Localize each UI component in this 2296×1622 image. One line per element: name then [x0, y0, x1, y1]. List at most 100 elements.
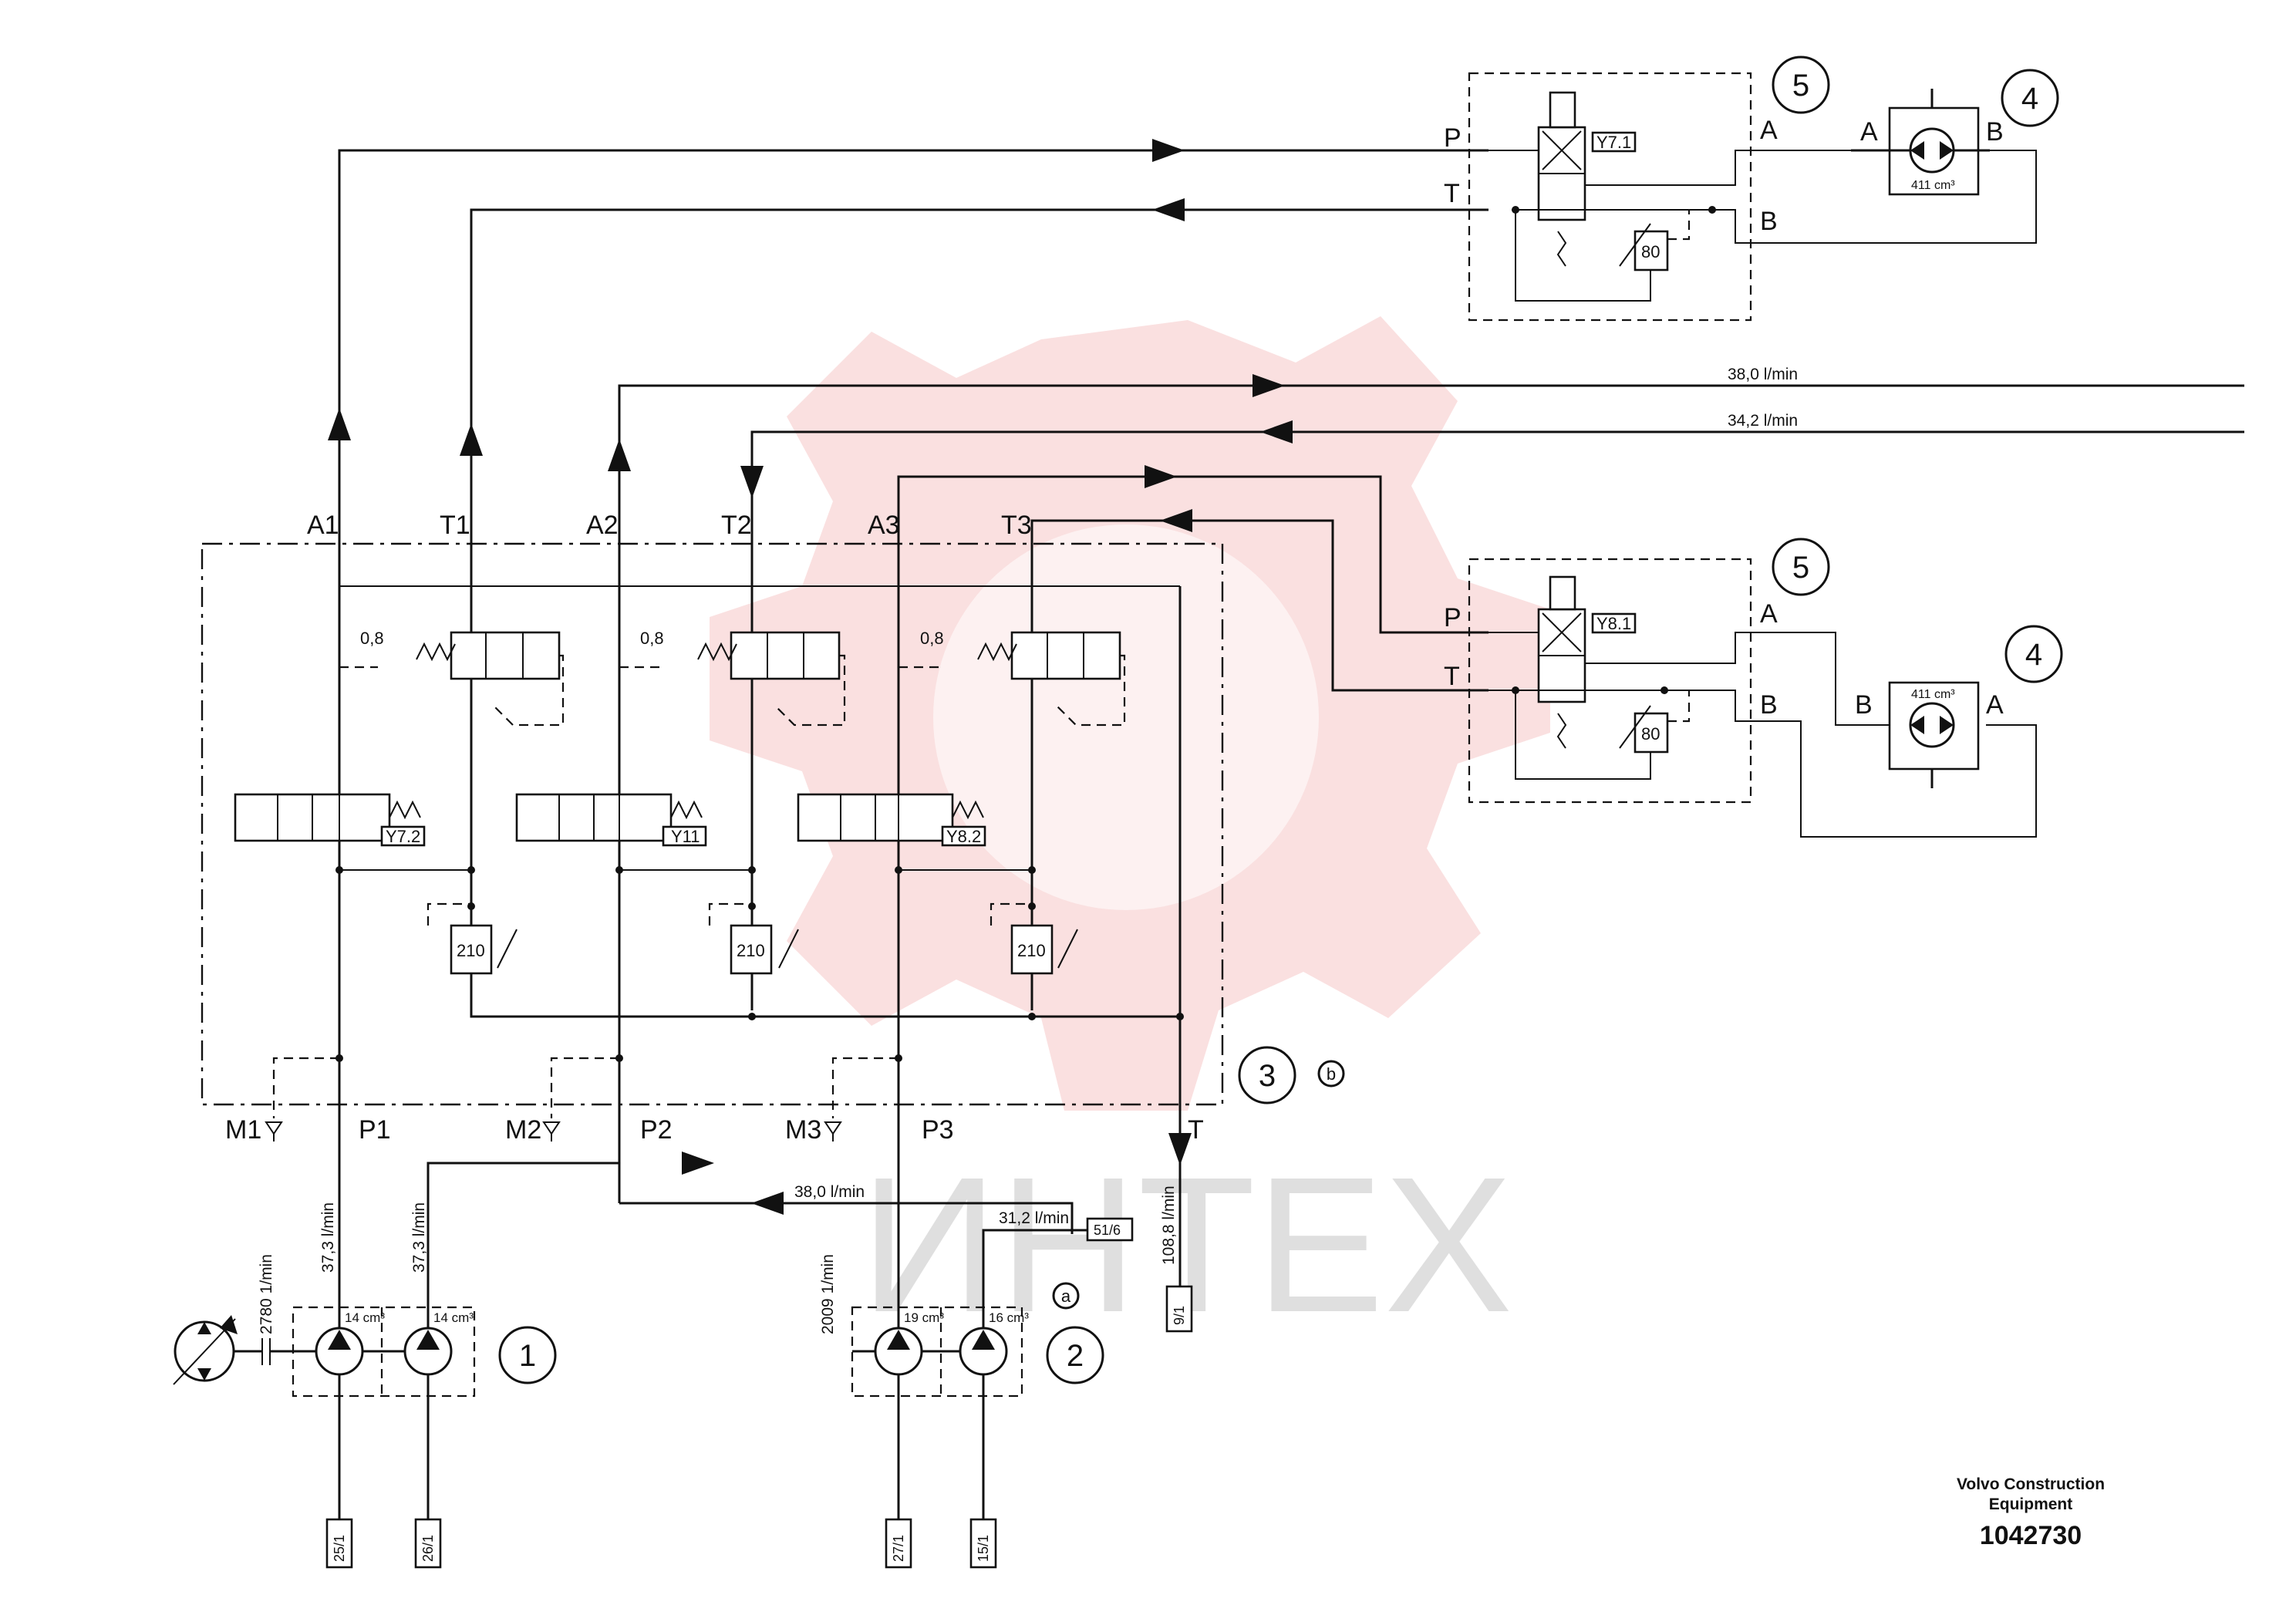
component-circle-5-lower	[1772, 538, 1830, 596]
port-m2: M2	[505, 1115, 541, 1145]
pump2a-displacement: 19 cm³	[904, 1310, 944, 1325]
pipe-pump2b	[982, 1229, 1076, 1334]
label-motor-lower: 4	[2025, 638, 2042, 672]
motor-lower-displacement: 411 cm³	[1911, 688, 1955, 701]
label-y81: Y8.1	[1596, 614, 1631, 633]
label-y72: Y7.2	[386, 827, 420, 846]
motor-lower-port-b: B	[1855, 690, 1873, 720]
flow-f5: 108,8 l/min	[1160, 1185, 1178, 1265]
unit-port-labels: P T A B A B P T A B B A	[1444, 116, 2004, 720]
motor-lower	[1888, 681, 1980, 788]
lower-port-a: A	[1760, 599, 1778, 629]
valve-block-frame	[201, 542, 1224, 1106]
motor-displacement-labels: 411 cm³ 411 cm³	[1911, 179, 1955, 701]
motor-upper-displacement: 411 cm³	[1911, 179, 1955, 192]
orifice-labels: 0,8 0,8 0,8	[360, 629, 944, 648]
manufacturer-line1: Volvo Construction	[1957, 1475, 2105, 1493]
pump1a-displacement: 14 cm³	[345, 1310, 385, 1325]
port-t2: T2	[721, 511, 752, 540]
reference-labels: 25/1 26/1 27/1 15/1 51/6 9/1	[332, 1222, 1187, 1562]
port-a2: A2	[586, 511, 619, 540]
upper-port-b: B	[1760, 207, 1778, 236]
label-y71: Y7.1	[1596, 133, 1631, 152]
label-pump-2: 2	[1067, 1339, 1084, 1373]
relief-2: 210	[737, 941, 765, 960]
speed-engine1: 2780 1/min	[258, 1254, 275, 1334]
note-circle-a	[1052, 1282, 1080, 1310]
component-circle-2	[1046, 1326, 1104, 1384]
ref-r5: 51/6	[1094, 1222, 1121, 1238]
pump-displacement-labels: 14 cm³ 14 cm³ 19 cm³ 16 cm³	[345, 1310, 1029, 1325]
label-note-b: b	[1327, 1064, 1336, 1084]
component-circle-4-lower	[2004, 625, 2063, 683]
label-valve-block: 3	[1259, 1059, 1276, 1093]
speed-engine2: 2009 1/min	[819, 1254, 837, 1334]
flow-f6: 38,0 l/min	[1728, 366, 1798, 383]
port-t3: T3	[1001, 511, 1032, 540]
label-y82: Y8.2	[946, 827, 981, 846]
port-t: T	[1188, 1115, 1204, 1145]
label-pump-1: 1	[519, 1339, 536, 1373]
lower-port-b: B	[1760, 690, 1778, 720]
component-circle-3	[1238, 1046, 1296, 1104]
return-manifold	[470, 1010, 1180, 1018]
port-a1: A1	[307, 511, 339, 540]
port-a3: A3	[868, 511, 900, 540]
pipe-a1	[338, 149, 1489, 1041]
pump-group-1	[173, 1041, 476, 1519]
gauge-line-m1	[272, 1057, 339, 1118]
orifice-3: 0,8	[920, 629, 944, 648]
ref-r1: 25/1	[332, 1535, 347, 1562]
gauge-icons	[265, 1121, 842, 1141]
relief-labels: 210 210 210 80 80	[457, 242, 1660, 960]
port-p2: P2	[640, 1115, 673, 1145]
component-circle-4-upper	[2001, 69, 2059, 127]
gauge-line-m2	[550, 1057, 619, 1118]
valve-section-1	[234, 631, 565, 975]
relief-1: 210	[457, 941, 485, 960]
label-note-a: a	[1061, 1286, 1071, 1306]
pipe-a2	[618, 384, 2244, 1203]
control-unit-lower	[1468, 558, 2037, 838]
ref-r4: 15/1	[976, 1535, 991, 1562]
component-circle-1	[498, 1326, 557, 1384]
label-unit-upper: 5	[1792, 69, 1809, 103]
upper-port-t: T	[1444, 179, 1460, 208]
relief-3: 210	[1017, 941, 1046, 960]
flow-f4: 31,2 l/min	[999, 1209, 1069, 1227]
component-numbers: 5 4 5 4 3 b 1 2 a	[519, 69, 2042, 1373]
port-t1: T1	[440, 511, 470, 540]
port-p1: P1	[359, 1115, 391, 1145]
port-p3: P3	[922, 1115, 954, 1145]
port-m1: M1	[225, 1115, 261, 1145]
label-motor-upper: 4	[2021, 82, 2038, 116]
pump2b-displacement: 16 cm³	[989, 1310, 1029, 1325]
manufacturer-line2: Equipment	[1989, 1496, 2073, 1513]
port-m3: M3	[785, 1115, 821, 1145]
part-number: 1042730	[1980, 1521, 2082, 1550]
motor-upper	[1851, 89, 1990, 196]
pipe-t1	[470, 208, 1489, 1010]
valve-block-port-labels: A1 T1 A2 T2 A3 T3 M1 P1 M2 P2 M3 P3 T	[225, 511, 1204, 1145]
pipe-t2	[750, 430, 2244, 1010]
upper-port-a: A	[1760, 116, 1778, 145]
flow-labels: 2780 1/min 2009 1/min 37,3 l/min 37,3 l/…	[258, 366, 1798, 1334]
flow-f2: 37,3 l/min	[410, 1202, 428, 1273]
component-circle-5-upper	[1772, 56, 1830, 114]
label-unit-lower: 5	[1792, 551, 1809, 585]
flow-f3: 38,0 l/min	[794, 1183, 865, 1201]
valve-section-3	[797, 631, 1126, 975]
orifice-2: 0,8	[640, 629, 664, 648]
upper-port-p: P	[1444, 123, 1462, 153]
reference-boxes	[325, 1217, 1193, 1569]
valve-section-2	[515, 631, 846, 975]
relief-unit-upper: 80	[1641, 242, 1660, 261]
lower-port-p: P	[1444, 603, 1462, 632]
control-unit-upper	[1468, 72, 2037, 322]
orifice-1: 0,8	[360, 629, 384, 648]
flow-f7: 34,2 l/min	[1728, 412, 1798, 430]
flow-f1: 37,3 l/min	[319, 1202, 337, 1273]
label-y11: Y11	[671, 827, 700, 846]
pipe-a3	[897, 475, 1489, 1157]
